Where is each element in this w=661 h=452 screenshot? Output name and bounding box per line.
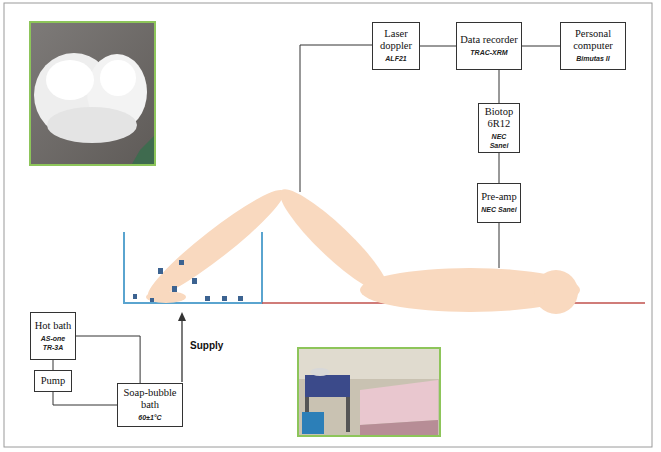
model-name: ALF21: [385, 55, 406, 63]
connector-line: [499, 70, 500, 103]
connector-line: [53, 360, 54, 370]
supply-arrow: [181, 318, 182, 382]
box-title: Data recorder: [460, 34, 517, 46]
box-title: Pump: [41, 375, 66, 387]
supply-arrowhead: [178, 312, 186, 321]
instrument-box: Laser dopplerALF21: [372, 22, 420, 70]
instrument-box: Personal computerBimutas II: [560, 22, 626, 70]
box-title: Biotop 6R12: [482, 106, 516, 130]
connector-line: [522, 46, 560, 47]
box-title: Laser doppler: [376, 28, 416, 52]
model-name: AS-one TR-3A: [34, 335, 72, 352]
bubbles: [133, 260, 243, 302]
instrument-box: Biotop 6R12NEC Sanei: [478, 103, 520, 153]
connector-line: [53, 392, 117, 405]
box-title: Personal computer: [564, 28, 622, 52]
frame: [4, 3, 652, 447]
box-title: Soap-bubble bath: [121, 387, 179, 411]
box-title: Pre-amp: [481, 191, 517, 203]
connector-line: [420, 46, 456, 47]
model-name: NEC Sanei: [481, 206, 516, 214]
electrode-wire: [499, 223, 500, 268]
model-name: NEC Sanei: [482, 133, 516, 150]
model-name: Bimutas II: [576, 55, 609, 63]
body: [140, 179, 580, 314]
instrument-box: Pre-ampNEC Sanei: [477, 183, 521, 223]
model-name: 60±1°C: [138, 414, 161, 422]
equipment-box: Soap-bubble bath 60±1°C: [117, 383, 183, 427]
model-name: TRAC-XRM: [470, 49, 507, 57]
equipment-box: Pump: [34, 370, 72, 392]
box-title: Hot bath: [35, 320, 71, 332]
connector-line: [76, 336, 140, 383]
connector-line: [499, 153, 500, 183]
bubble-photo: [30, 22, 155, 165]
instrument-box: Data recorderTRAC-XRM: [456, 22, 522, 70]
flow-label: Supply: [190, 340, 223, 351]
probe-wire: [300, 45, 372, 192]
room-photo: [298, 348, 440, 436]
equipment-box: Hot bathAS-one TR-3A: [30, 312, 76, 360]
